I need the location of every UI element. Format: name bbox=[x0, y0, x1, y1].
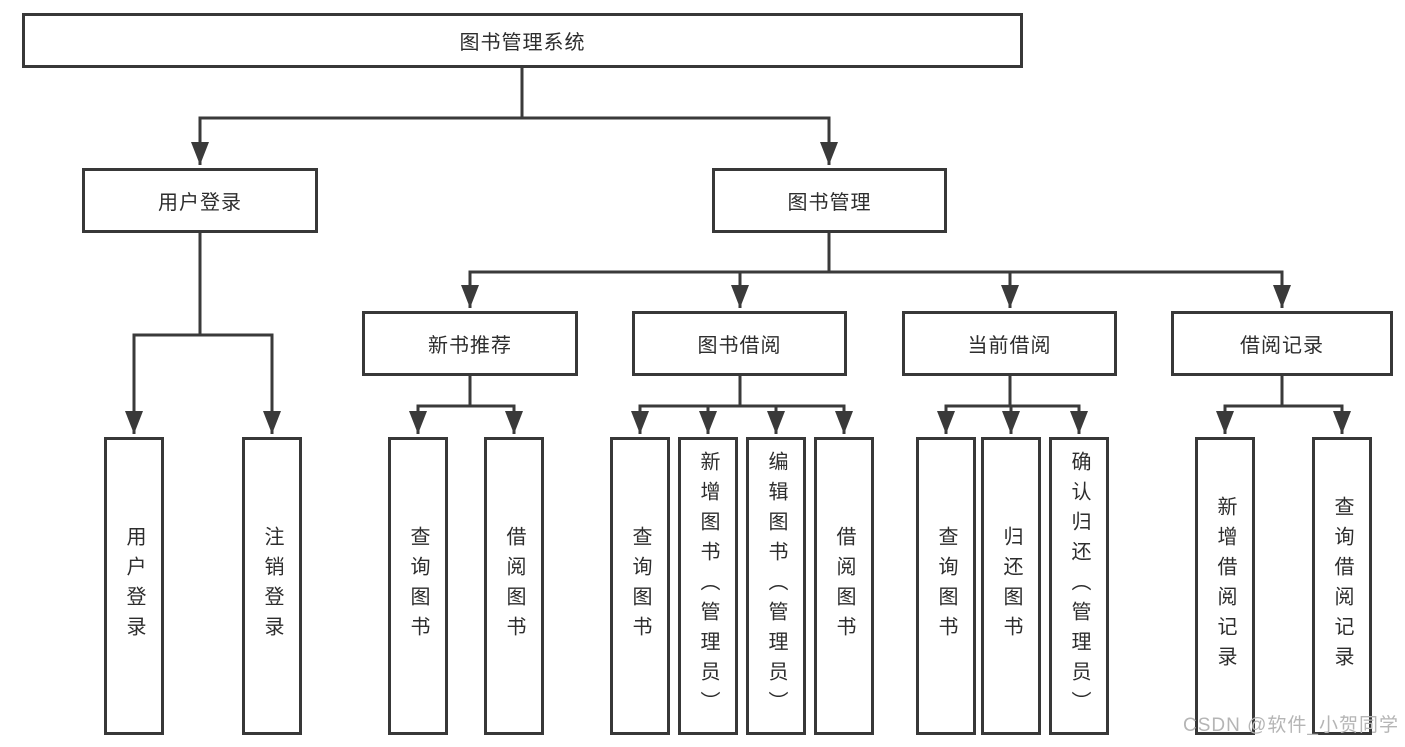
leaf-logout: 注销登录 bbox=[242, 437, 302, 735]
leaf-current-confirm-return-admin-label: 确认归还（管理员） bbox=[1068, 451, 1090, 721]
leaf-record-query-record-label: 查询借阅记录 bbox=[1331, 496, 1353, 676]
leaf-current-confirm-return-admin: 确认归还（管理员） bbox=[1049, 437, 1109, 735]
node-book-management-label: 图书管理 bbox=[787, 192, 872, 214]
leaf-current-query-book: 查询图书 bbox=[916, 437, 976, 735]
leaf-borrow-query-book-label: 查询图书 bbox=[629, 526, 651, 646]
node-library-system: 图书管理系统 bbox=[22, 13, 1023, 68]
leaf-newbook-query-book: 查询图书 bbox=[388, 437, 448, 735]
leaf-borrow-query-book: 查询图书 bbox=[610, 437, 670, 735]
leaf-user-login: 用户登录 bbox=[104, 437, 164, 735]
leaf-borrow-add-book-admin: 新增图书（管理员） bbox=[678, 437, 738, 735]
node-library-system-label: 图书管理系统 bbox=[459, 32, 586, 54]
leaf-borrow-borrow-book: 借阅图书 bbox=[814, 437, 874, 735]
leaf-user-login-label: 用户登录 bbox=[123, 526, 145, 646]
node-user-login-label: 用户登录 bbox=[158, 192, 242, 214]
leaf-record-add-record: 新增借阅记录 bbox=[1195, 437, 1255, 735]
node-user-login: 用户登录 bbox=[82, 168, 318, 233]
node-book-management: 图书管理 bbox=[712, 168, 947, 233]
node-new-book-recommend-label: 新书推荐 bbox=[428, 335, 512, 357]
leaf-borrow-borrow-book-label: 借阅图书 bbox=[833, 526, 855, 646]
connector-book-management-to-level2 bbox=[461, 232, 1291, 308]
connector-user-login-to-leaves bbox=[125, 232, 281, 434]
node-current-borrow-label: 当前借阅 bbox=[967, 335, 1052, 357]
connector-root-to-level1 bbox=[191, 66, 838, 165]
leaf-borrow-edit-book-admin: 编辑图书（管理员） bbox=[746, 437, 806, 735]
leaf-current-return-book: 归还图书 bbox=[981, 437, 1041, 735]
leaf-record-add-record-label: 新增借阅记录 bbox=[1214, 496, 1236, 676]
node-book-borrow: 图书借阅 bbox=[632, 311, 847, 376]
leaf-record-query-record: 查询借阅记录 bbox=[1312, 437, 1372, 735]
leaf-logout-label: 注销登录 bbox=[261, 526, 283, 646]
leaf-newbook-query-book-label: 查询图书 bbox=[407, 526, 429, 646]
node-current-borrow: 当前借阅 bbox=[902, 311, 1117, 376]
leaf-borrow-add-book-admin-label: 新增图书（管理员） bbox=[697, 451, 719, 721]
connector-new-book-to-leaves bbox=[409, 375, 523, 434]
node-borrow-record: 借阅记录 bbox=[1171, 311, 1393, 376]
node-book-borrow-label: 图书借阅 bbox=[697, 335, 782, 357]
node-new-book-recommend: 新书推荐 bbox=[362, 311, 578, 376]
leaf-borrow-edit-book-admin-label: 编辑图书（管理员） bbox=[765, 451, 787, 721]
leaf-newbook-borrow-book-label: 借阅图书 bbox=[503, 526, 525, 646]
connector-book-borrow-to-leaves bbox=[631, 375, 853, 434]
connector-borrow-record-to-leaves bbox=[1216, 375, 1351, 434]
leaf-current-return-book-label: 归还图书 bbox=[1000, 526, 1022, 646]
leaf-newbook-borrow-book: 借阅图书 bbox=[484, 437, 544, 735]
watermark: CSDN @软件_小贺同学 bbox=[1183, 715, 1399, 736]
node-borrow-record-label: 借阅记录 bbox=[1240, 335, 1324, 357]
connector-current-borrow-to-leaves bbox=[937, 375, 1088, 434]
leaf-current-query-book-label: 查询图书 bbox=[935, 526, 957, 646]
